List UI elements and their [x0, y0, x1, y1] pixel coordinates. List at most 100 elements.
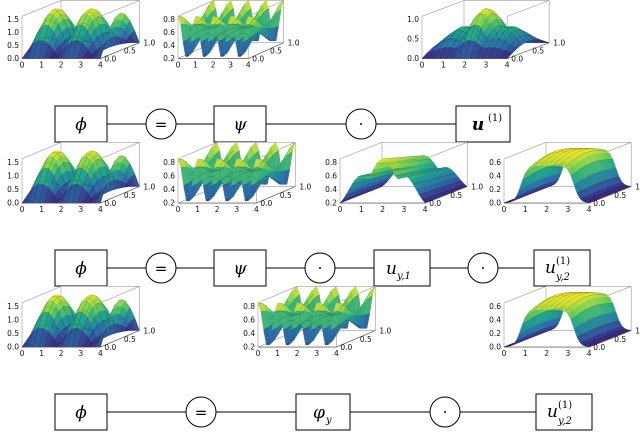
x-tick-label: 0 [20, 205, 25, 214]
x-tick-label: 0 [420, 61, 425, 70]
z-tick-label: 0.6 [163, 171, 175, 180]
y-tick-label: 0.0 [104, 55, 116, 64]
x-tick-label: 4 [423, 205, 428, 214]
surface-mesh [503, 292, 632, 348]
x-tick-label: 2 [215, 205, 220, 214]
z-tick-label: 0.4 [163, 185, 175, 194]
z-tick-label: 0.8 [325, 158, 337, 167]
z-tick-label: 0.2 [163, 199, 175, 208]
y-tick-label: 0.0 [104, 343, 116, 352]
z-tick-label: 0.2 [489, 185, 501, 194]
node-r2-psi: ψ [213, 249, 267, 287]
z-tick-label: 0.6 [243, 315, 255, 324]
z-tick-label: 0.4 [243, 329, 255, 338]
y-tick-label: 0.5 [450, 191, 462, 200]
x-tick-label: 1 [523, 349, 528, 358]
z-tick-label: 0.0 [489, 343, 501, 352]
surface-mesh [21, 8, 140, 59]
x-tick-label: 0 [176, 61, 181, 70]
svg-text:ψ: ψ [233, 259, 247, 279]
y-tick-label: 1.0 [379, 326, 391, 335]
surface-mesh [503, 148, 632, 204]
x-tick-label: 0 [502, 349, 507, 358]
z-tick-label: 1.5 [7, 302, 19, 311]
x-tick-label: 1 [441, 61, 446, 70]
z-tick-label: 0.5 [7, 41, 19, 50]
y-tick-label: 0.5 [532, 47, 544, 56]
y-tick-label: 1.0 [471, 182, 483, 191]
svg-text:u: u [545, 258, 556, 278]
x-tick-label: 4 [98, 61, 103, 70]
svg-text:·: · [318, 260, 323, 278]
x-tick-label: 3 [566, 205, 571, 214]
y-tick-label: 0.5 [124, 191, 136, 200]
svg-text:u: u [547, 402, 558, 422]
plot-front-edges [340, 186, 468, 204]
node-r1-phi: ϕ [54, 105, 108, 143]
x-tick-label: 4 [98, 349, 103, 358]
y-tick-label: 0.0 [104, 199, 116, 208]
x-tick-label: 1 [193, 61, 198, 70]
y-tick-label: 0.0 [260, 199, 272, 208]
x-tick-label: 3 [484, 61, 489, 70]
z-tick-label: 0.0 [7, 199, 19, 208]
svg-text:(1): (1) [558, 400, 572, 411]
svg-text:u: u [386, 259, 397, 279]
operator-r2-eq: = [145, 252, 177, 284]
z-tick-label: 0.2 [243, 343, 255, 352]
x-tick-label: 3 [78, 205, 83, 214]
y-tick-label: 1.0 [143, 326, 155, 335]
x-tick-label: 3 [566, 349, 571, 358]
plot-front-edges [178, 186, 296, 204]
node-r2-uy2: u (1) y,2 [533, 249, 591, 287]
z-tick-label: 1.0 [7, 28, 19, 37]
y-tick-label: 0.5 [614, 191, 626, 200]
x-tick-label: 2 [59, 205, 64, 214]
z-tick-label: 0.4 [163, 41, 175, 50]
plot-front-edges [504, 330, 632, 348]
z-tick-label: 1.0 [407, 15, 419, 24]
z-tick-label: 0.6 [489, 302, 501, 311]
svg-text:y,2: y,2 [555, 272, 570, 283]
plot-front-edges [22, 330, 140, 348]
x-tick-label: 0 [20, 349, 25, 358]
z-tick-label: 0.5 [7, 329, 19, 338]
operator-r3-eq: = [185, 396, 217, 428]
node-r2-phi: ϕ [54, 249, 108, 287]
node-r1-u: u (1) [455, 105, 511, 143]
x-tick-label: 4 [587, 205, 592, 214]
x-tick-label: 1 [39, 349, 44, 358]
x-tick-label: 1 [275, 349, 280, 358]
y-tick-label: 0.0 [593, 199, 605, 208]
y-tick-label: 0.5 [270, 47, 282, 56]
x-tick-label: 3 [402, 205, 407, 214]
surface-mesh [177, 0, 284, 58]
svg-text:ϕ: ϕ [75, 259, 87, 279]
y-tick-label: 1.0 [635, 326, 640, 335]
node-r1-psi: ψ [213, 105, 267, 143]
z-tick-label: 0.2 [325, 199, 337, 208]
y-tick-label: 0.0 [429, 199, 441, 208]
z-tick-label: 0.0 [7, 54, 19, 63]
svg-text:u: u [472, 115, 484, 135]
x-tick-label: 1 [195, 205, 200, 214]
z-tick-label: 0.6 [163, 28, 175, 37]
surface-mesh [177, 141, 296, 202]
surface-mesh [21, 294, 140, 348]
plot-front-edges [258, 330, 376, 348]
y-tick-label: 0.0 [340, 343, 352, 352]
x-tick-label: 3 [228, 61, 233, 70]
x-tick-label: 2 [295, 349, 300, 358]
plot-front-edges [22, 42, 140, 59]
x-tick-label: 3 [78, 61, 83, 70]
z-tick-label: 0.4 [489, 171, 501, 180]
y-tick-label: 0.5 [614, 335, 626, 344]
